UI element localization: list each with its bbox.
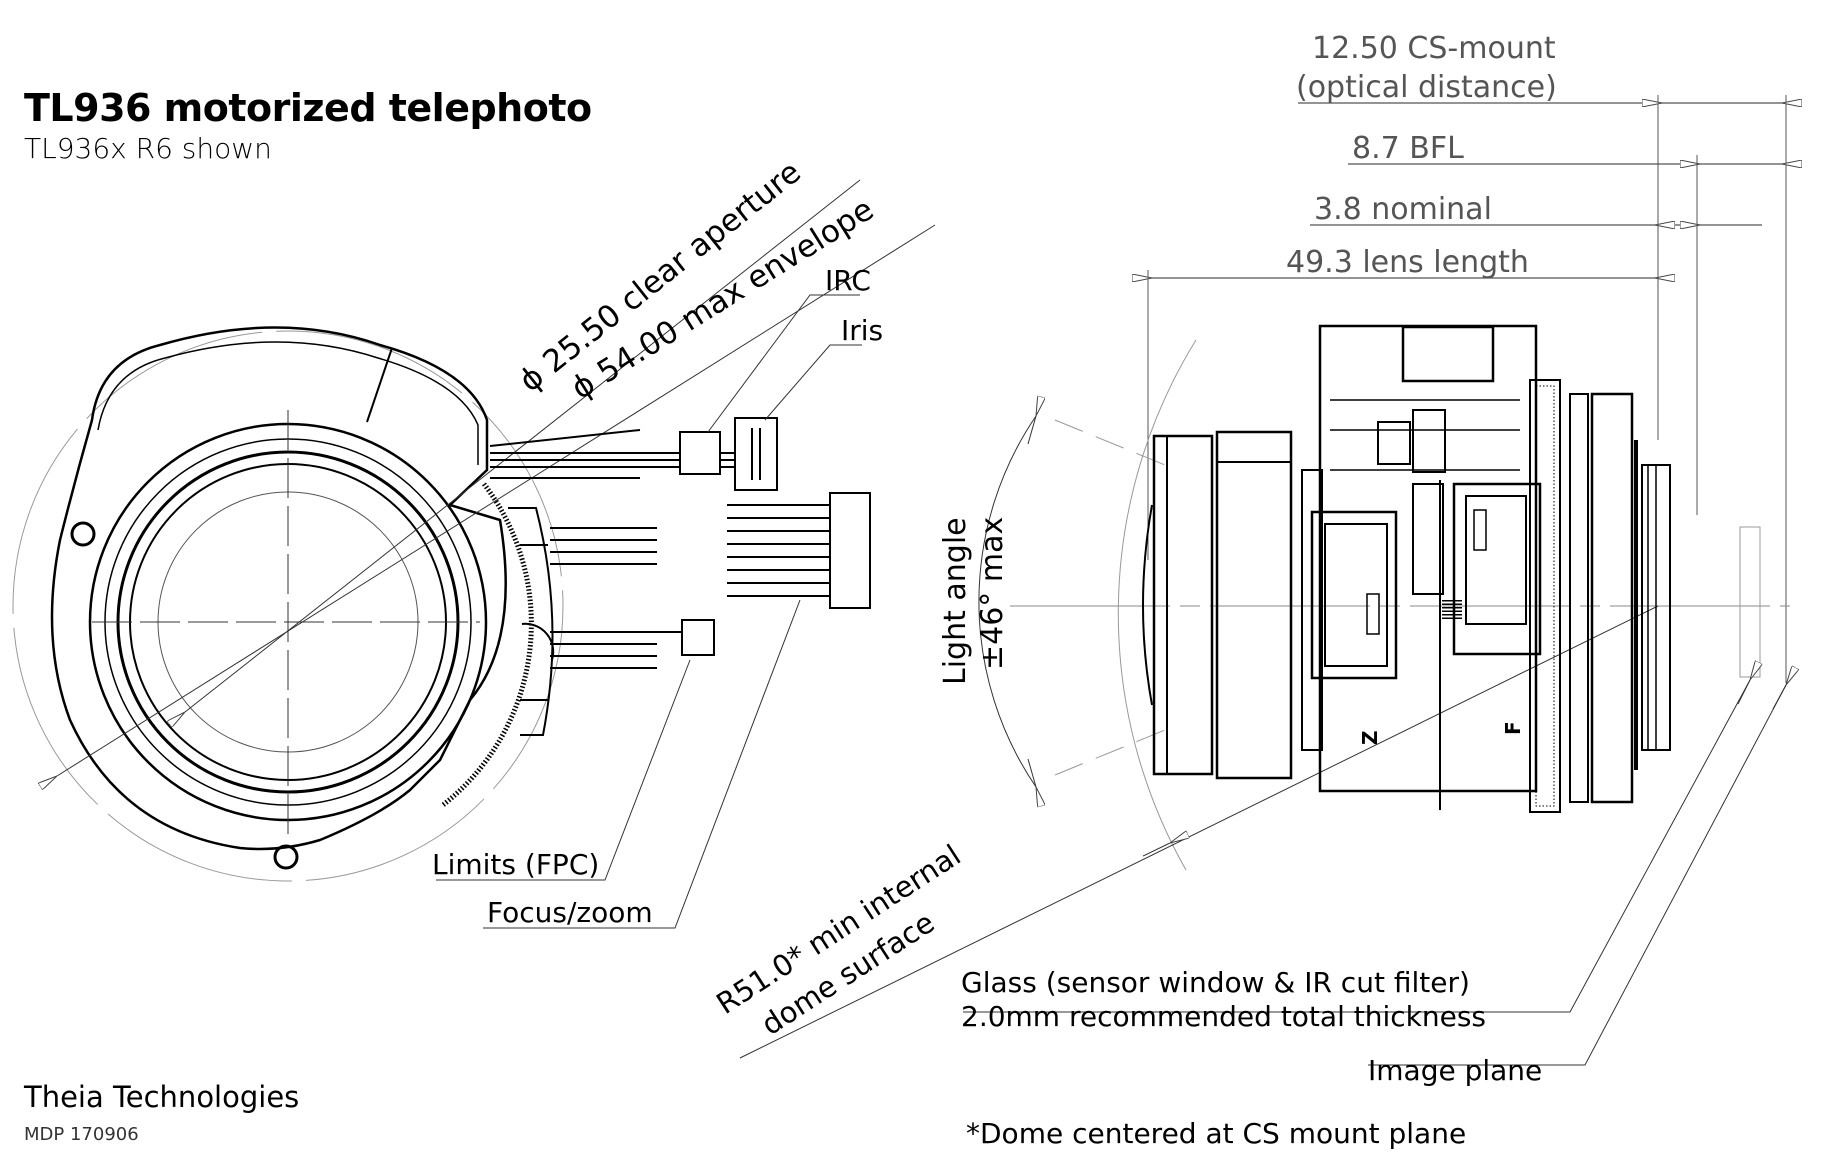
drawing-subtitle: TL936x R6 shown — [24, 132, 272, 165]
dome-leader — [739, 605, 1659, 1059]
drawing-title: TL936 motorized telephoto — [24, 86, 592, 130]
focus-motor-inner — [1465, 495, 1527, 625]
glass-leader — [963, 679, 1751, 1013]
limits-leader — [436, 659, 691, 881]
zoom-motor — [1310, 510, 1398, 680]
light-angle-label-1: Light angle — [938, 517, 973, 685]
company-name: Theia Technologies — [24, 1080, 300, 1114]
cs-mount-dim-label-1: 12.50 CS-mount — [1312, 31, 1556, 66]
rear-ring-1 — [1569, 393, 1589, 803]
irc-iris-cable — [489, 417, 778, 491]
focus-gear-teeth — [1535, 385, 1555, 807]
motor-bracket-inner — [520, 544, 555, 701]
limits-fpc-label: Limits (FPC) — [432, 848, 599, 881]
glass-arrow — [1737, 680, 1750, 705]
dome-surface-arc — [1117, 339, 1197, 871]
angle-arrow — [1027, 758, 1036, 787]
irc-connector — [679, 431, 721, 475]
nominal-dim-label: 3.8 nominal — [1314, 192, 1492, 227]
fpc-connector-strip — [1412, 483, 1444, 595]
irc-label: IRC — [825, 264, 871, 297]
dome-arrow — [1142, 843, 1170, 857]
iris-label: Iris — [841, 314, 883, 347]
cs-mount-dim-label-2: (optical distance) — [1296, 70, 1557, 105]
focus-zoom-connector — [829, 492, 871, 609]
image-plane-leader — [1368, 684, 1787, 1066]
light-angle-label-2: ±46° max — [975, 517, 1010, 670]
angle-arrow — [1027, 416, 1036, 445]
focus-gear — [1529, 379, 1561, 813]
focus-marker: F — [1501, 721, 1525, 735]
iris-connector — [734, 417, 778, 491]
glass-label-1: Glass (sensor window & IR cut filter) — [961, 966, 1470, 999]
rear-ring-2 — [1590, 392, 1634, 804]
fpc-cable-lower — [550, 619, 715, 669]
cover-seam — [366, 347, 393, 423]
iris-leader — [764, 344, 862, 421]
bfl-dim-label: 8.7 BFL — [1352, 131, 1464, 166]
image-plane-arrow — [1772, 685, 1786, 710]
focus-motor-pins — [1473, 509, 1487, 551]
front-barrel — [1152, 434, 1214, 776]
dome-footnote: *Dome centered at CS mount plane — [966, 1117, 1466, 1150]
zoom-motor-inner — [1324, 523, 1388, 667]
limits-fpc-tip — [681, 619, 715, 656]
side-view — [739, 95, 1790, 1066]
lens-length-dim-label: 49.3 lens length — [1286, 245, 1529, 280]
fpc-cable-upper — [550, 527, 657, 565]
barrel-section-2 — [1215, 430, 1293, 780]
focus-zoom-cable — [727, 492, 871, 609]
front-view — [12, 179, 936, 929]
mounting-hole-bottom — [273, 844, 299, 870]
light-angle-arc — [978, 415, 1037, 788]
top-cover — [1401, 325, 1495, 383]
motor-bracket — [508, 507, 554, 736]
max-envelope-circle — [12, 330, 564, 882]
focus-motor — [1452, 482, 1542, 656]
glass-label-2: 2.0mm recommended total thickness — [961, 1000, 1486, 1033]
document-number: MDP 170906 — [24, 1124, 139, 1145]
light-ray-upper — [1054, 419, 1166, 466]
iris-connector-side — [1412, 409, 1446, 473]
image-plane-label: Image plane — [1368, 1054, 1542, 1087]
housing-outline — [50, 326, 507, 851]
sensor-glass — [1739, 526, 1761, 678]
irc-connector-side — [1377, 421, 1411, 465]
zoom-motor-pins — [1366, 593, 1380, 635]
gear-ring — [441, 482, 534, 807]
irc-leader — [707, 294, 860, 433]
front-lens-glass — [1142, 504, 1153, 706]
zoom-marker: Z — [1358, 730, 1382, 745]
focus-zoom-leader — [483, 599, 801, 929]
mounting-hole-left — [70, 521, 96, 547]
main-body — [1318, 324, 1538, 793]
zoom-gear — [1301, 469, 1323, 751]
focus-zoom-label: Focus/zoom — [487, 896, 653, 929]
housing-inner-outline — [97, 341, 479, 465]
max-envelope-leader — [57, 224, 936, 776]
light-ray-lower — [1054, 729, 1166, 776]
clear-aperture-leader — [185, 179, 861, 712]
